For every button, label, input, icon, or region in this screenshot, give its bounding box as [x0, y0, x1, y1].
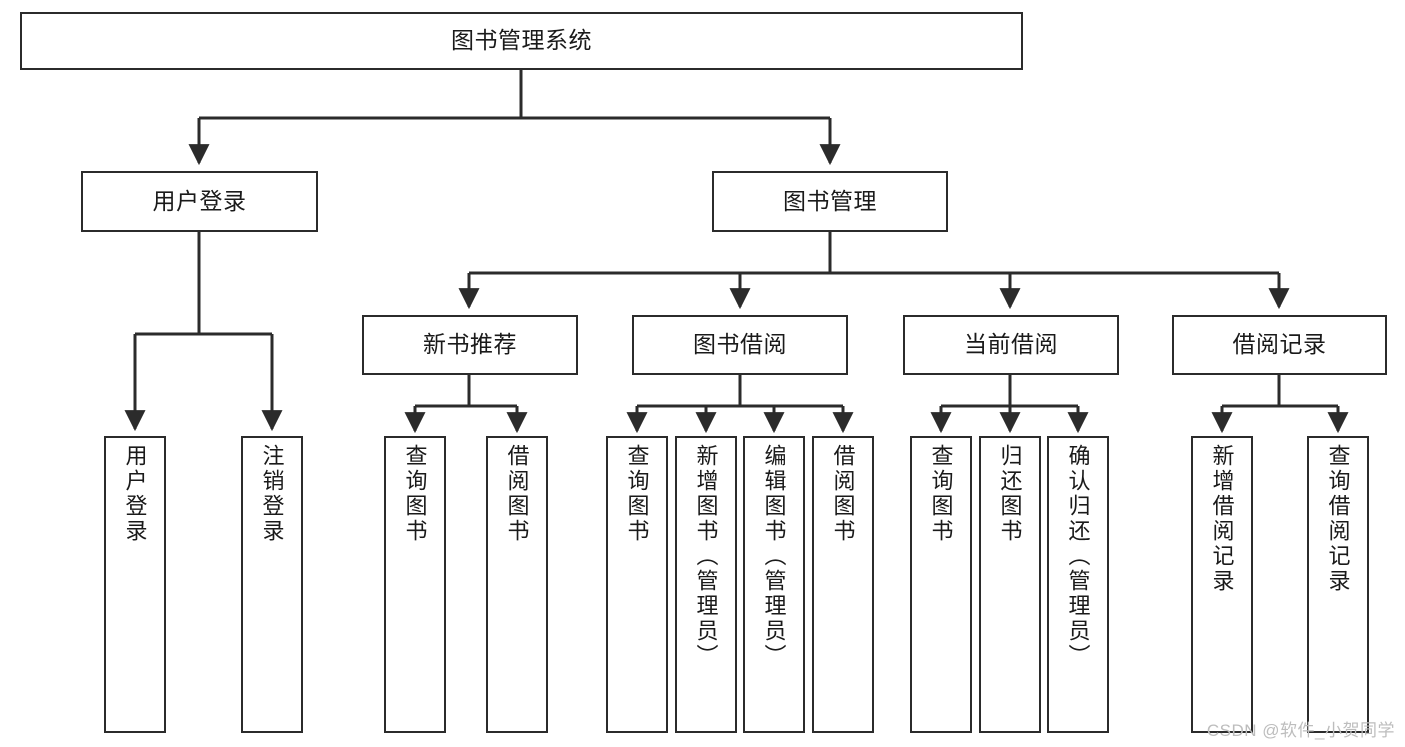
- node-leaf-newbook-query-label: 查询图书: [402, 444, 428, 544]
- node-new-book-recommend[interactable]: 新书推荐: [362, 315, 578, 375]
- node-leaf-record-add-label: 新增借阅记录: [1209, 444, 1235, 594]
- node-leaf-current-query[interactable]: 查询图书: [910, 436, 972, 733]
- node-borrow-records-label: 借阅记录: [1232, 331, 1327, 358]
- node-leaf-borrow-edit-label: 编辑图书（管理员）: [761, 444, 787, 669]
- node-leaf-current-query-label: 查询图书: [928, 444, 954, 544]
- node-leaf-current-confirm-label: 确认归还（管理员）: [1065, 444, 1091, 669]
- node-leaf-record-query[interactable]: 查询借阅记录: [1307, 436, 1369, 733]
- node-leaf-borrow-edit[interactable]: 编辑图书（管理员）: [743, 436, 805, 733]
- node-current-borrow-label: 当前借阅: [964, 331, 1058, 358]
- node-leaf-newbook-query[interactable]: 查询图书: [384, 436, 446, 733]
- node-user-login-label: 用户登录: [152, 187, 247, 214]
- node-book-borrow[interactable]: 图书借阅: [632, 315, 848, 375]
- node-leaf-current-return-label: 归还图书: [997, 444, 1023, 544]
- node-leaf-borrow-borrow[interactable]: 借阅图书: [812, 436, 874, 733]
- node-borrow-records[interactable]: 借阅记录: [1172, 315, 1387, 375]
- node-root-label: 图书管理系统: [451, 27, 592, 54]
- node-leaf-borrow-add-label: 新增图书（管理员）: [693, 444, 719, 669]
- csdn-watermark: CSDN @软件_小贺同学: [1206, 721, 1395, 740]
- node-book-management[interactable]: 图书管理: [712, 171, 948, 232]
- node-book-borrow-label: 图书借阅: [693, 331, 787, 358]
- node-leaf-user-logout-label: 注销登录: [259, 444, 285, 544]
- node-leaf-user-login-label: 用户登录: [122, 444, 148, 544]
- node-book-management-label: 图书管理: [783, 187, 877, 214]
- node-leaf-newbook-borrow-label: 借阅图书: [504, 444, 530, 544]
- node-leaf-newbook-borrow[interactable]: 借阅图书: [486, 436, 548, 733]
- node-leaf-borrow-borrow-label: 借阅图书: [830, 444, 856, 544]
- node-leaf-record-query-label: 查询借阅记录: [1325, 444, 1351, 594]
- node-leaf-user-login[interactable]: 用户登录: [104, 436, 166, 733]
- node-leaf-current-confirm[interactable]: 确认归还（管理员）: [1047, 436, 1109, 733]
- node-new-book-recommend-label: 新书推荐: [423, 331, 517, 358]
- node-leaf-borrow-query[interactable]: 查询图书: [606, 436, 668, 733]
- node-leaf-borrow-query-label: 查询图书: [624, 444, 650, 544]
- node-root[interactable]: 图书管理系统: [20, 12, 1023, 70]
- node-leaf-current-return[interactable]: 归还图书: [979, 436, 1041, 733]
- node-leaf-record-add[interactable]: 新增借阅记录: [1191, 436, 1253, 733]
- node-leaf-user-logout[interactable]: 注销登录: [241, 436, 303, 733]
- node-user-login[interactable]: 用户登录: [81, 171, 318, 232]
- node-leaf-borrow-add[interactable]: 新增图书（管理员）: [675, 436, 737, 733]
- node-current-borrow[interactable]: 当前借阅: [903, 315, 1119, 375]
